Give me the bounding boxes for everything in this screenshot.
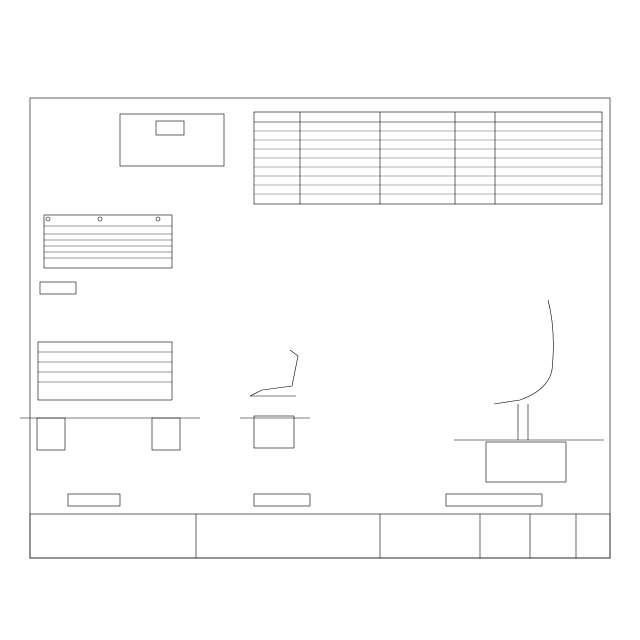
front-view-label-box — [67, 493, 121, 507]
side-view-label-box — [253, 493, 311, 507]
plan-view-label-box — [39, 281, 77, 295]
front-view-footing-right — [151, 417, 181, 451]
section-view-label-box — [445, 493, 543, 507]
title-block-frame — [29, 513, 611, 559]
section-view-footing — [485, 441, 567, 483]
side-view-profile — [249, 349, 299, 397]
section-view-profile — [493, 299, 554, 405]
side-view-footing — [253, 415, 295, 449]
plan-view-outline — [43, 214, 173, 269]
front-view-footing-left — [36, 417, 66, 451]
front-view-seat — [37, 341, 173, 401]
material-note-box — [119, 113, 225, 167]
